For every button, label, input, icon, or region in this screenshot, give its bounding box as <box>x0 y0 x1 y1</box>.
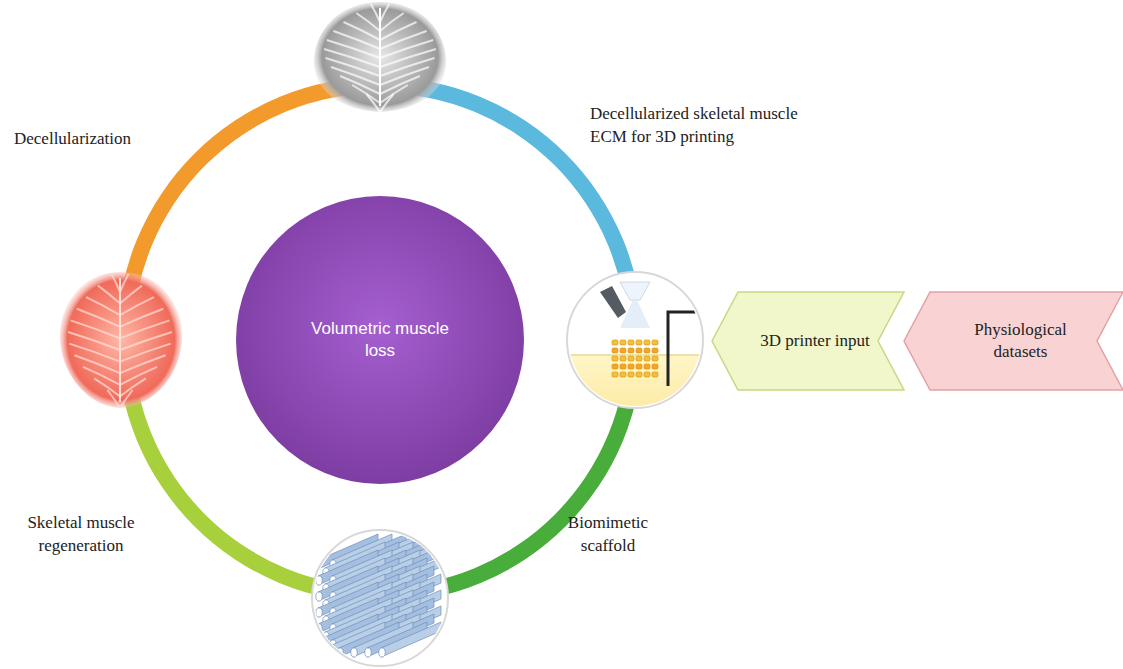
muscle-pink-picture <box>60 272 182 408</box>
center-circle: Volumetric muscle loss <box>235 195 525 485</box>
scaffold-picture <box>312 530 448 666</box>
node-text: Volumetric muscle loss <box>305 318 455 362</box>
step-label: Decellularization <box>14 128 174 151</box>
muscle-grey-picture <box>314 2 446 112</box>
step-label: Decellularized skeletal muscle ECM for 3… <box>590 103 800 149</box>
input-chevron: 3D printer input <box>712 292 904 390</box>
step-label: Biomimetic scaffold <box>548 512 668 558</box>
step-label: Skeletal muscle regeneration <box>6 512 156 558</box>
input-chevron: Physiological datasets <box>904 292 1123 390</box>
circle-outline <box>235 195 525 485</box>
bioprinter-picture <box>560 272 712 415</box>
node-text: Physiological datasets <box>956 319 1086 363</box>
node-text: 3D printer input <box>760 330 870 352</box>
chevron-outline <box>904 292 1123 390</box>
cycle-ring <box>117 77 643 603</box>
